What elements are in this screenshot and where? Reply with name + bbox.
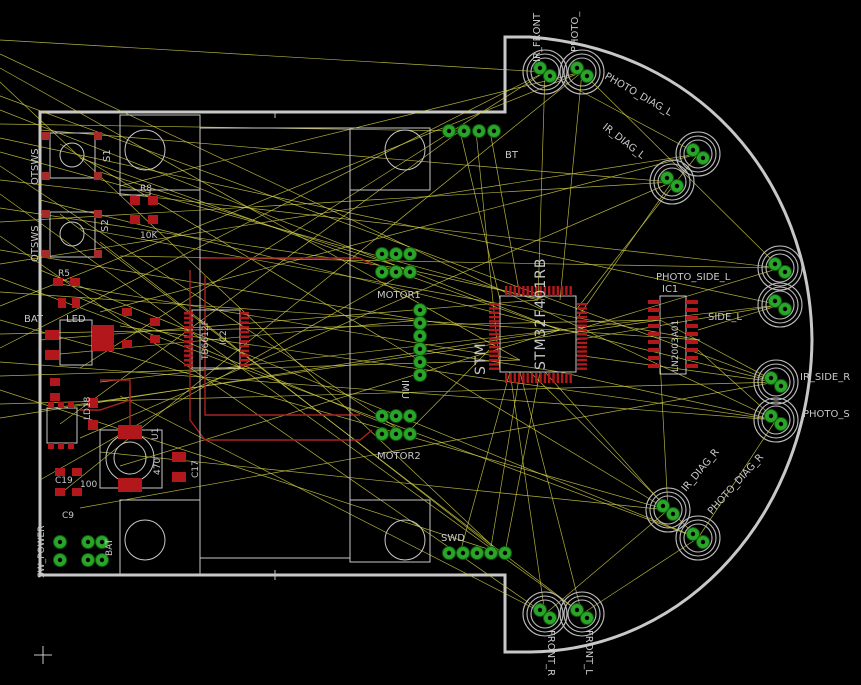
r5-label: R5 — [58, 269, 70, 279]
s2-value: OTSWS — [30, 225, 41, 262]
ic1-value: LN2003A01 — [671, 320, 681, 372]
connector-bat[interactable] — [81, 535, 109, 567]
photo-front-label: PHOTO_ — [570, 11, 581, 52]
switch-power[interactable] — [53, 535, 67, 567]
connector-motor2[interactable] — [375, 409, 417, 441]
ic-u2-motor-driver[interactable]: TB6612F IC2 — [184, 309, 249, 369]
photo-side-r-sensor[interactable] — [753, 397, 799, 443]
switch-s2[interactable]: S2 OTSWS — [30, 210, 111, 262]
photo-front-r-label: FRONT_L — [583, 630, 594, 675]
ic1-label: IC1 — [662, 284, 678, 295]
c100-label: 100 — [80, 480, 97, 490]
ir-front-r-sensor[interactable] — [522, 591, 568, 637]
ir-side-r-label: IR_SIDE_R — [800, 372, 850, 383]
trace-layer — [80, 257, 373, 441]
photo-diag-r-sensor[interactable] — [675, 515, 721, 561]
s1-label: S1 — [102, 149, 113, 162]
c9-label: C9 — [62, 511, 74, 521]
connector-bt[interactable] — [442, 124, 501, 138]
ir-side-r-sensor[interactable] — [753, 359, 799, 405]
c19-label: C19 — [55, 476, 73, 486]
capacitor-c17[interactable]: 470 U1 C17 — [99, 425, 201, 492]
ir-diag-l-sensor[interactable] — [649, 159, 695, 205]
mcu-prefix: STM — [473, 342, 489, 375]
photo-diag-l-sensor[interactable] — [675, 131, 721, 177]
imu-label: IMU — [399, 380, 410, 399]
left-components[interactable]: R5 BAT LED LD18 C19 100 C9 — [24, 269, 160, 521]
s2-label: S2 — [100, 219, 111, 232]
airwire-layer — [0, 39, 781, 615]
ir-front-l-sensor[interactable] — [522, 49, 568, 95]
sensor-layer — [522, 49, 803, 637]
mcu-designator: STM32F401RB — [533, 258, 549, 370]
u2-sub: IC2 — [219, 330, 229, 345]
s1-value: OTSWS — [30, 148, 41, 185]
u2-value: TB6612F — [201, 320, 211, 361]
connector-motor1[interactable] — [375, 247, 417, 279]
c17-value: 470 — [153, 458, 163, 475]
ldo-label: LD18 — [83, 396, 93, 420]
bt-label: BT — [505, 150, 519, 161]
ir-side-l-sensor[interactable] — [757, 282, 803, 328]
ir-front-r-label: FRONT_R — [545, 630, 556, 676]
motor2-label: MOTOR2 — [377, 451, 421, 462]
photo-side-l-sensor[interactable] — [757, 245, 803, 291]
ir-diag-r-sensor[interactable] — [645, 487, 691, 533]
photo-side-l-label: PHOTO_SIDE_L — [656, 272, 731, 283]
motor1-label: MOTOR1 — [377, 290, 421, 301]
bat-led-suffix: LED — [66, 314, 86, 325]
photo-side-r-label: PHOTO_S — [803, 409, 850, 420]
ir-diag-l-label: IR_DIAG_L — [600, 122, 647, 162]
switch-s1[interactable]: S1 OTSWS — [30, 132, 113, 185]
r8-label: R8 — [140, 184, 152, 194]
r8-value: 10K — [140, 231, 158, 241]
silkscreen-layer — [34, 111, 431, 664]
ic-ic1-driver[interactable]: IC1 LN2003A01 — [648, 284, 698, 375]
mcu-stm32[interactable]: STM32F401RB STM — [473, 258, 587, 383]
swd-label: SWD — [441, 533, 465, 544]
board-outline — [38, 35, 814, 654]
photo-front-r-sensor[interactable] — [559, 591, 605, 637]
photo-front-l-sensor[interactable] — [559, 49, 605, 95]
bat-label: BAT — [105, 538, 115, 556]
ir-side-l-label: SIDE_L — [708, 312, 742, 323]
resistor-r8[interactable]: R8 10K — [130, 184, 158, 241]
c17-label: C17 — [191, 460, 201, 478]
bat-led-label: BAT — [24, 314, 44, 325]
module-imu[interactable] — [413, 303, 427, 382]
u1-label: U1 — [151, 428, 161, 440]
sw-power-label: SW_POWER — [37, 526, 47, 578]
ir-front-label: IR_FRONT — [532, 12, 543, 62]
ir-diag-r-label: IR_DIAG_R — [680, 447, 722, 494]
connector-swd[interactable] — [442, 546, 512, 560]
